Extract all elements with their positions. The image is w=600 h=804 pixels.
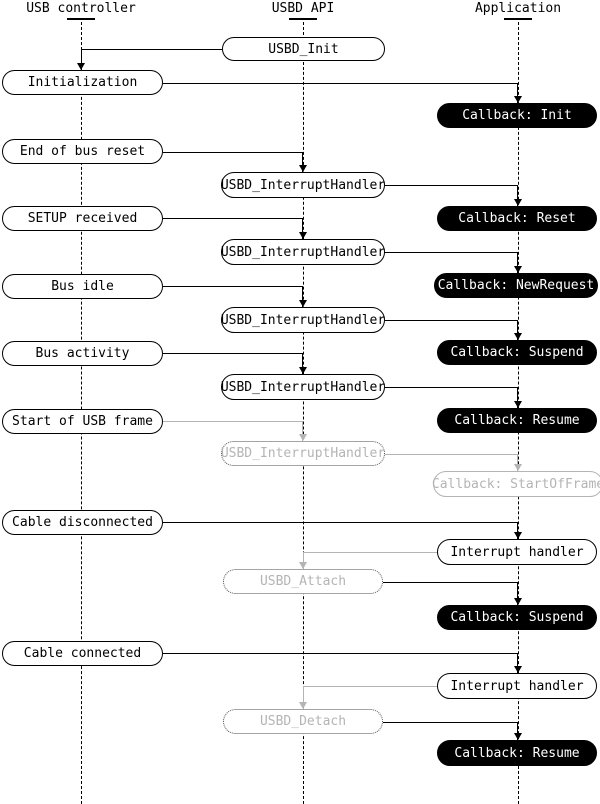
connector-interrupt-handler-to-callback-suspend	[385, 320, 518, 340]
column-title-application: Application	[474, 1, 562, 16]
arrowhead	[514, 733, 522, 740]
node-callback-suspend-2: Callback: Suspend	[437, 605, 597, 630]
arrowhead	[514, 199, 522, 206]
node-callback-newrequest: Callback: NewRequest	[434, 273, 598, 298]
connector-bus-idle-to-interrupt-handler	[163, 286, 303, 307]
node-bus-activity: Bus activity	[2, 341, 163, 366]
connector-interrupt-handler-to-callback-resume	[385, 387, 518, 408]
arrowhead	[514, 401, 522, 408]
node-start-of-usb-frame: Start of USB frame	[2, 409, 163, 434]
arrowhead	[514, 666, 522, 673]
column-title-usbd-api: USBD API	[271, 1, 335, 16]
connector-interrupt-handler-to-usbd-attach	[303, 552, 437, 569]
node-callback-startofframe: Callback: StartOfFrame	[432, 471, 600, 497]
node-usbd-init: USBD_Init	[222, 37, 385, 61]
connector-usbd-detach-to-callback-resume	[383, 722, 518, 740]
column-bar-application	[504, 18, 532, 20]
arrowhead	[299, 562, 307, 569]
column-bar-usb-controller	[67, 18, 95, 20]
column-title-usb-controller: USB controller	[26, 1, 136, 16]
connector-cable-disconnected-to-interrupt-handler	[163, 522, 518, 539]
connector-usbd-attach-to-callback-suspend	[383, 582, 518, 605]
node-usbd-detach: USBD_Detach	[223, 709, 383, 734]
node-bus-idle: Bus idle	[2, 274, 163, 299]
node-end-of-bus-reset: End of bus reset	[2, 139, 163, 164]
connector-interrupt-handler-to-callback-reset	[385, 185, 518, 206]
connector-cable-connected-to-interrupt-handler	[163, 653, 518, 673]
node-usbd-interrupt-handler-ghost: USBD_InterruptHandler	[221, 441, 385, 466]
arrowhead	[299, 367, 307, 374]
node-callback-resume-1: Callback: Resume	[437, 408, 597, 433]
connector-interrupt-handler-to-usbd-detach	[303, 686, 437, 709]
arrowhead	[514, 598, 522, 605]
arrowhead	[299, 300, 307, 307]
connector-setup-received-to-interrupt-handler	[163, 218, 303, 239]
arrowhead	[299, 232, 307, 239]
node-cable-disconnected: Cable disconnected	[2, 510, 163, 535]
arrowhead	[514, 96, 522, 103]
lifeline-usbd-api	[303, 22, 304, 804]
node-callback-resume-2: Callback: Resume	[437, 740, 597, 766]
arrowhead	[299, 165, 307, 172]
connector-interrupt-handler-to-callback-newrequest	[385, 252, 518, 273]
arrowhead	[514, 464, 522, 471]
column-bar-usbd-api	[289, 18, 317, 20]
connector-initialization-to-callback-init	[163, 83, 518, 103]
connector-usbd-init-to-initialization	[81, 49, 222, 70]
node-interrupt-handler-1: Interrupt handler	[437, 539, 597, 565]
node-callback-suspend-1: Callback: Suspend	[437, 340, 597, 365]
arrowhead	[514, 333, 522, 340]
arrowhead	[299, 702, 307, 709]
node-usbd-interrupt-handler-2: USBD_InterruptHandler	[221, 239, 385, 265]
arrowhead	[299, 434, 307, 441]
connector-interrupt-handler-to-callback-startofframe	[383, 454, 518, 471]
node-interrupt-handler-2: Interrupt handler	[437, 673, 597, 699]
node-usbd-attach: USBD_Attach	[223, 569, 383, 594]
arrowhead	[514, 532, 522, 539]
node-callback-init: Callback: Init	[437, 103, 597, 128]
node-usbd-interrupt-handler-1: USBD_InterruptHandler	[221, 172, 385, 198]
node-setup-received: SETUP received	[2, 206, 163, 231]
arrowhead	[514, 266, 522, 273]
node-cable-connected: Cable connected	[2, 641, 163, 666]
node-callback-reset: Callback: Reset	[437, 206, 597, 231]
node-initialization: Initialization	[2, 70, 163, 95]
node-usbd-interrupt-handler-4: USBD_InterruptHandler	[221, 374, 385, 400]
connector-start-of-usb-frame-to-interrupt-handler	[163, 421, 303, 441]
connector-bus-activity-to-interrupt-handler	[163, 353, 303, 374]
arrowhead	[77, 63, 85, 70]
connector-end-of-bus-reset-to-interrupt-handler	[163, 152, 303, 172]
node-usbd-interrupt-handler-3: USBD_InterruptHandler	[221, 307, 385, 333]
